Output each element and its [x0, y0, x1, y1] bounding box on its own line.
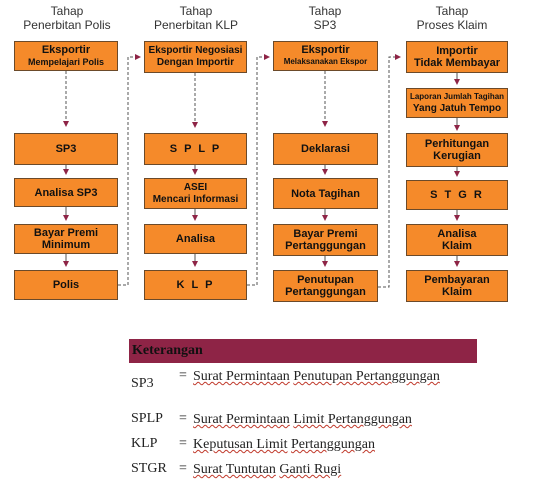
box-analisa-sp3: Analisa SP3: [14, 178, 118, 207]
legend-header: Keterangan: [129, 339, 477, 363]
box-analisa: Analisa: [144, 224, 247, 254]
stage-title-line2: Penerbitan KLP: [153, 18, 239, 32]
legend-definition: Surat Tuntutan Ganti Rugi: [193, 461, 473, 478]
stage-title-line2: SP3: [313, 18, 337, 32]
stage-title-line1: Tahap: [179, 4, 213, 18]
box-line2: Mempelajari Polis: [27, 57, 105, 67]
legend-term: SP3: [131, 376, 154, 391]
stage-title-line1: Tahap: [308, 4, 342, 18]
box-bayar-premi-pertanggungan: Bayar Premi Pertanggungan: [273, 224, 378, 256]
box-line2: Yang Jatuh Tempo: [412, 103, 502, 114]
box-eksportir-melaksanakan-ekspor: Eksportir Melaksanakan Ekspor: [273, 41, 378, 71]
legend-term: KLP: [131, 436, 158, 451]
box-line1: Penutupan: [297, 274, 354, 286]
box-line1: Analisa: [437, 228, 477, 240]
stage-title-line1: Tahap: [435, 4, 469, 18]
box-label: SP3: [55, 143, 77, 155]
box-asei-mencari-informasi: ASEI Mencari Informasi: [144, 178, 247, 209]
box-perhitungan-kerugian: Perhitungan Kerugian: [406, 133, 508, 167]
legend-definition: Surat Permintaan Penutupan Pertanggungan: [193, 368, 473, 385]
legend-item-splp: SPLP = Surat Permintaan Limit Pertanggun…: [131, 411, 476, 429]
box-line1: Bayar Premi: [33, 227, 99, 239]
box-bayar-premi-minimum: Bayar Premi Minimum: [14, 224, 118, 254]
box-eksportir-mempelajari-polis: Eksportir Mempelajari Polis: [14, 41, 118, 71]
box-line1: Importir: [436, 45, 478, 57]
box-line2: Tidak Membayar: [413, 57, 500, 69]
box-label: K L P: [176, 279, 215, 291]
box-line2: Melaksanakan Ekspor: [283, 57, 368, 66]
box-line2: Pertanggungan: [285, 286, 366, 298]
box-nota-tagihan: Nota Tagihan: [273, 178, 378, 209]
legend-def-part1: Surat Permintaan: [193, 369, 290, 384]
legend-item-stgr: STGR = Surat Tuntutan Ganti Rugi: [131, 461, 476, 479]
box-label: Analisa SP3: [34, 186, 98, 199]
box-line2: Pertanggungan: [285, 240, 366, 252]
legend-definition: Keputusan Limit Pertanggungan: [193, 436, 473, 453]
box-deklarasi: Deklarasi: [273, 133, 378, 165]
stage-title-line2: Penerbitan Polis: [23, 18, 111, 32]
box-laporan-jumlah-tagihan: Laporan Jumlah Tagihan Yang Jatuh Tempo: [406, 88, 508, 118]
legend-eq: =: [179, 436, 187, 451]
stage-title-proses-klaim: Tahap Proses Klaim: [397, 4, 507, 32]
box-sp3: SP3: [14, 133, 118, 165]
box-line2: Klaim: [442, 240, 472, 252]
box-penutupan-pertanggungan: Penutupan Pertanggungan: [273, 270, 378, 302]
box-line1: Laporan Jumlah Tagihan: [409, 92, 505, 101]
box-label: S P L P: [169, 143, 222, 155]
box-line1: Eksportir: [301, 44, 350, 56]
legend-eq: =: [179, 461, 187, 476]
legend-def-part1: Surat Tuntutan: [193, 462, 276, 477]
box-klp: K L P: [144, 270, 247, 300]
box-line1: Bayar Premi: [293, 228, 358, 240]
stage-title-penerbitan-polis: Tahap Penerbitan Polis: [12, 4, 122, 32]
box-line2: Klaim: [442, 286, 472, 298]
box-stgr: S T G R: [406, 180, 508, 210]
legend-term: SPLP: [131, 411, 163, 426]
legend-def-part2: Pertanggungan: [291, 437, 375, 452]
box-line2: Kerugian: [433, 150, 481, 162]
box-label: S T G R: [430, 189, 484, 201]
legend-def-part1: Surat Permintaan: [193, 412, 290, 427]
stage-title-sp3: Tahap SP3: [270, 4, 380, 32]
box-polis: Polis: [14, 270, 118, 300]
legend-definition: Surat Permintaan Limit Pertanggungan: [193, 411, 473, 428]
box-line2: Mencari Informasi: [152, 193, 239, 205]
box-line2: Dengan Importir: [156, 57, 235, 68]
box-label: Analisa: [175, 233, 216, 245]
box-line2: Minimum: [41, 239, 91, 251]
legend-item-klp: KLP = Keputusan Limit Pertanggungan: [131, 436, 476, 454]
box-line1: Pembayaran: [424, 274, 490, 286]
box-label: Polis: [52, 279, 80, 291]
legend-eq: =: [179, 368, 187, 383]
box-label: Deklarasi: [301, 143, 350, 155]
legend-def-part2: Ganti Rugi: [279, 462, 342, 477]
legend-def-part2: Penutupan Pertanggungan: [293, 369, 440, 384]
legend-term: STGR: [131, 461, 167, 476]
legend-def-part2: Limit Pertanggungan: [293, 412, 412, 427]
box-line1: ASEI: [183, 181, 208, 193]
stage-title-line2: Proses Klaim: [416, 18, 488, 32]
legend-item-sp3: SP3 = Surat Permintaan Penutupan Pertang…: [131, 368, 476, 402]
box-analisa-klaim: Analisa Klaim: [406, 224, 508, 256]
legend-def-part1: Keputusan Limit: [193, 437, 288, 452]
box-line1: Perhitungan: [424, 138, 490, 150]
box-label: Nota Tagihan: [291, 187, 360, 200]
stage-title-penerbitan-klp: Tahap Penerbitan KLP: [141, 4, 251, 32]
box-line1: Eksportir: [41, 44, 91, 56]
box-line1: Eksportir Negosiasi: [148, 45, 243, 56]
box-importir-tidak-membayar: Importir Tidak Membayar: [406, 41, 508, 73]
box-eksportir-negosiasi: Eksportir Negosiasi Dengan Importir: [144, 41, 247, 73]
legend-eq: =: [179, 411, 187, 426]
box-splp: S P L P: [144, 133, 247, 165]
stage-title-line1: Tahap: [50, 4, 84, 18]
box-pembayaran-klaim: Pembayaran Klaim: [406, 270, 508, 302]
flow-connectors: [63, 54, 460, 288]
